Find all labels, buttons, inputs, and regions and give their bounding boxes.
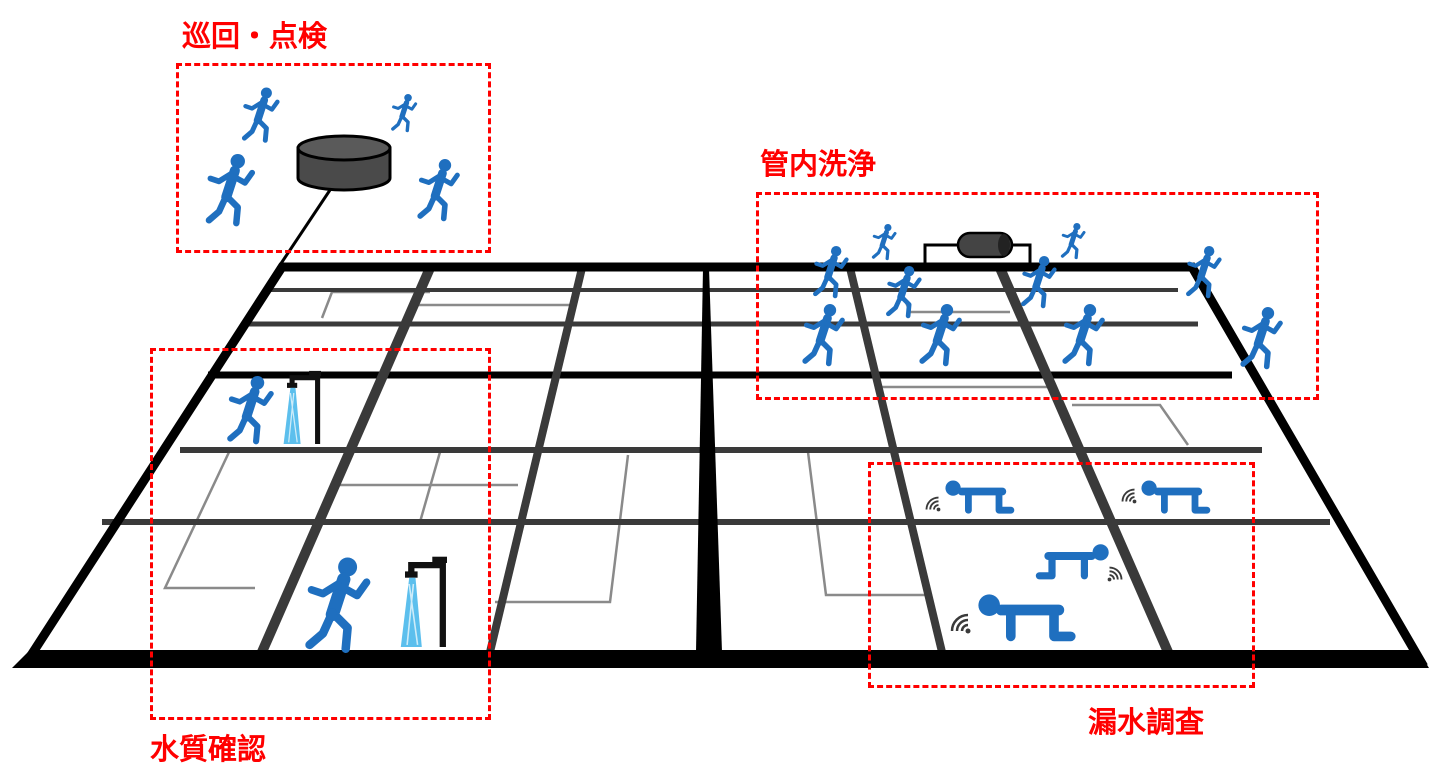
grid-bottom-edge bbox=[12, 650, 1429, 668]
street bbox=[257, 265, 435, 655]
street bbox=[995, 265, 1173, 655]
pipe-line bbox=[923, 243, 958, 268]
street-grid bbox=[12, 262, 1429, 668]
minor-pipe bbox=[806, 451, 925, 597]
minor-pipe bbox=[1072, 403, 1190, 446]
leak-survey-region-box bbox=[868, 462, 1255, 688]
minor-pipe bbox=[418, 451, 442, 523]
street bbox=[486, 267, 586, 653]
street bbox=[846, 267, 946, 653]
water-quality-label: 水質確認 bbox=[150, 732, 267, 766]
flushing-label: 管内洗浄 bbox=[760, 147, 877, 181]
main-street bbox=[696, 268, 722, 652]
minor-pipe bbox=[495, 454, 630, 604]
pipe-line bbox=[1012, 243, 1032, 268]
patrol-group bbox=[209, 88, 457, 269]
leak-survey-label: 漏水調査 bbox=[1088, 705, 1205, 739]
pipe-pig-icon bbox=[956, 231, 1014, 259]
manhole-tank-icon bbox=[296, 134, 392, 192]
minor-pipe bbox=[163, 449, 255, 590]
flushing-region-box bbox=[756, 192, 1319, 400]
patrol-label: 巡回・点検 bbox=[182, 19, 328, 53]
patrol-region-box bbox=[176, 63, 491, 253]
flushing-group bbox=[805, 223, 1280, 367]
water-quality-region-box bbox=[150, 348, 491, 720]
